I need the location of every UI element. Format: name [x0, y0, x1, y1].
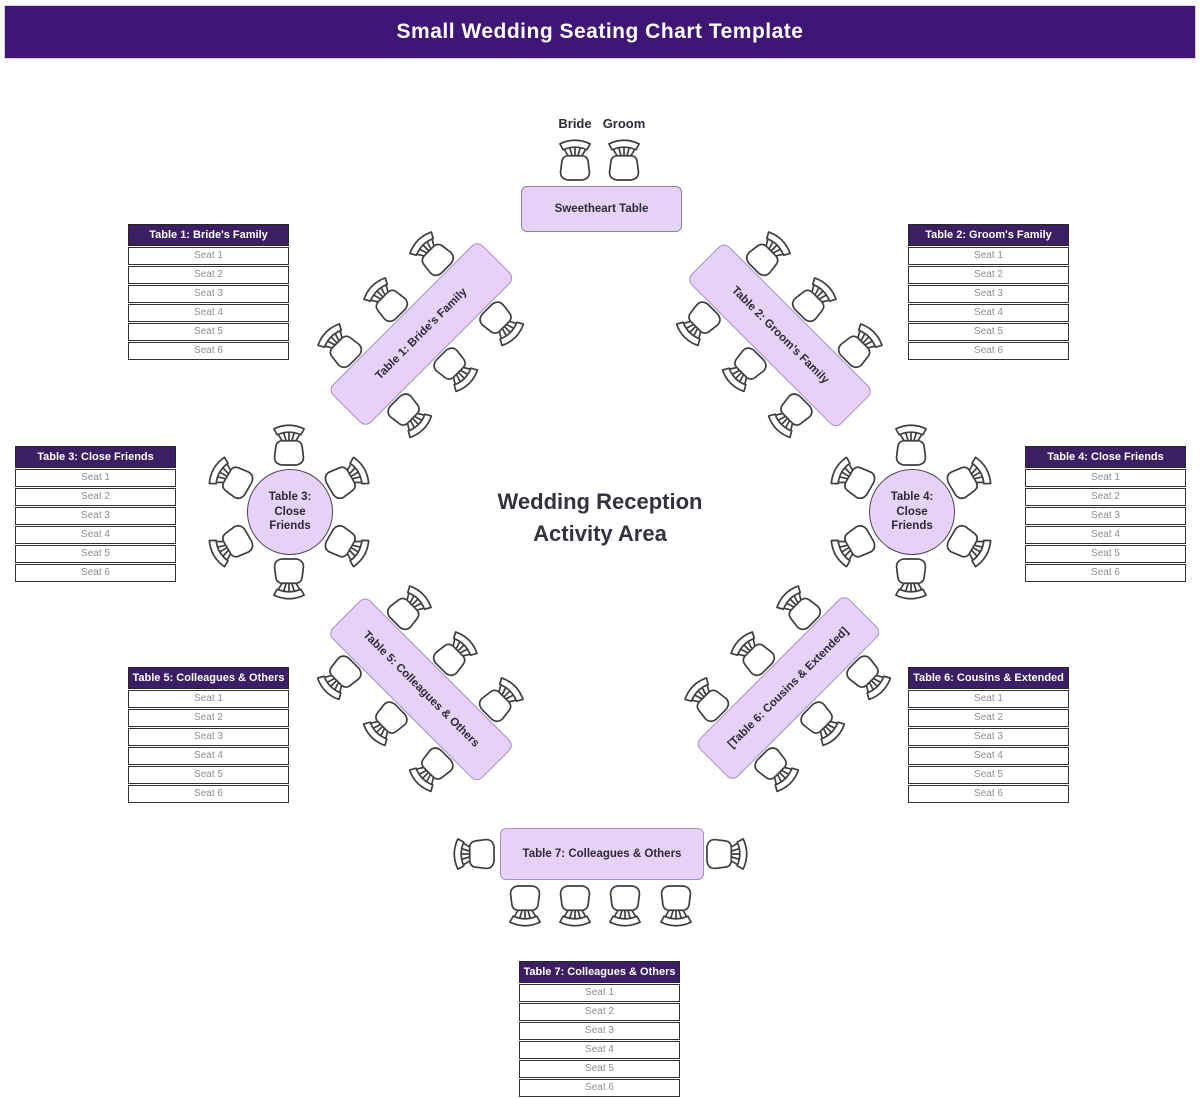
seat-row[interactable]: Seat 5 — [908, 766, 1069, 784]
seat-list-title: Table 6: Cousins & Extended — [908, 667, 1069, 689]
seat-row[interactable]: Seat 2 — [1025, 488, 1186, 506]
seat-row[interactable]: Seat 4 — [908, 747, 1069, 765]
seat-row[interactable]: Seat 4 — [908, 304, 1069, 322]
chair-icon — [656, 884, 696, 930]
seat-row[interactable]: Seat 5 — [1025, 545, 1186, 563]
page-title: Small Wedding Seating Chart Template — [4, 5, 1196, 59]
seat-list-table2: Table 2: Groom's Family Seat 1 Seat 2 Se… — [908, 224, 1069, 360]
table4-group: Table 4: Close Friends — [801, 401, 1021, 621]
seat-row[interactable]: Seat 6 — [1025, 564, 1186, 582]
seat-list-table4: Table 4: Close Friends Seat 1 Seat 2 Sea… — [1025, 446, 1186, 582]
seat-row[interactable]: Seat 2 — [128, 709, 289, 727]
groom-chair-icon — [604, 136, 644, 182]
seat-row[interactable]: Seat 1 — [908, 690, 1069, 708]
seat-row[interactable]: Seat 4 — [15, 526, 176, 544]
table4-shape[interactable]: Table 4: Close Friends — [869, 469, 955, 555]
seat-row[interactable]: Seat 5 — [519, 1060, 680, 1078]
seat-row[interactable]: Seat 2 — [908, 266, 1069, 284]
seat-row[interactable]: Seat 5 — [908, 323, 1069, 341]
table3-label: Table 3: Close Friends — [268, 490, 312, 533]
chair-icon — [450, 834, 496, 874]
chair-icon — [505, 884, 545, 930]
seat-row[interactable]: Seat 2 — [908, 709, 1069, 727]
seat-row[interactable]: Seat 4 — [1025, 526, 1186, 544]
activity-area-line1: Wedding Reception — [497, 489, 703, 514]
bride-chair-icon — [555, 136, 595, 182]
table3-shape[interactable]: Table 3: Close Friends — [247, 469, 333, 555]
seat-row[interactable]: Seat 2 — [15, 488, 176, 506]
seat-row[interactable]: Seat 1 — [1025, 469, 1186, 487]
seat-list-title: Table 5: Colleagues & Others — [128, 667, 289, 689]
chair-icon — [891, 557, 931, 603]
seat-list-title: Table 2: Groom's Family — [908, 224, 1069, 246]
seat-row[interactable]: Seat 4 — [519, 1041, 680, 1059]
seat-row[interactable]: Seat 6 — [128, 342, 289, 360]
seat-list-title: Table 7: Colleagues & Others — [519, 961, 680, 983]
seat-row[interactable]: Seat 1 — [908, 247, 1069, 265]
seat-row[interactable]: Seat 1 — [128, 690, 289, 708]
seat-list-table5: Table 5: Colleagues & Others Seat 1 Seat… — [128, 667, 289, 803]
seat-row[interactable]: Seat 6 — [15, 564, 176, 582]
table7-label: Table 7: Colleagues & Others — [522, 848, 682, 860]
seat-list-title: Table 3: Close Friends — [15, 446, 176, 468]
seat-row[interactable]: Seat 1 — [519, 984, 680, 1002]
seat-row[interactable]: Seat 3 — [128, 285, 289, 303]
seat-row[interactable]: Seat 2 — [128, 266, 289, 284]
bride-label: Bride — [558, 116, 592, 131]
chair-icon — [705, 834, 751, 874]
seat-row[interactable]: Seat 4 — [128, 304, 289, 322]
seat-list-table1: Table 1: Bride's Family Seat 1 Seat 2 Se… — [128, 224, 289, 360]
seat-row[interactable]: Seat 6 — [128, 785, 289, 803]
table3-group: Table 3: Close Friends — [179, 401, 399, 621]
seat-row[interactable]: Seat 1 — [15, 469, 176, 487]
seat-list-table3: Table 3: Close Friends Seat 1 Seat 2 Sea… — [15, 446, 176, 582]
seat-row[interactable]: Seat 1 — [128, 247, 289, 265]
seat-row[interactable]: Seat 5 — [128, 323, 289, 341]
seat-list-title: Table 4: Close Friends — [1025, 446, 1186, 468]
seat-row[interactable]: Seat 3 — [1025, 507, 1186, 525]
seat-row[interactable]: Seat 5 — [15, 545, 176, 563]
chair-icon — [605, 884, 645, 930]
seat-row[interactable]: Seat 6 — [908, 785, 1069, 803]
chair-icon — [269, 421, 309, 467]
seat-row[interactable]: Seat 3 — [908, 285, 1069, 303]
seat-row[interactable]: Seat 4 — [128, 747, 289, 765]
seat-row[interactable]: Seat 3 — [15, 507, 176, 525]
table7-shape[interactable]: Table 7: Colleagues & Others — [500, 828, 704, 880]
activity-area-label: Wedding Reception Activity Area — [440, 486, 760, 550]
groom-label: Groom — [602, 116, 646, 131]
activity-area-line2: Activity Area — [533, 520, 667, 546]
seat-row[interactable]: Seat 6 — [908, 342, 1069, 360]
chair-icon — [269, 557, 309, 603]
chair-icon — [555, 884, 595, 930]
seat-list-title: Table 1: Bride's Family — [128, 224, 289, 246]
seat-list-table7: Table 7: Colleagues & Others Seat 1 Seat… — [519, 961, 680, 1097]
sweetheart-table[interactable]: Sweetheart Table — [521, 186, 682, 232]
seat-list-table6: Table 6: Cousins & Extended Seat 1 Seat … — [908, 667, 1069, 803]
seat-row[interactable]: Seat 3 — [128, 728, 289, 746]
chair-icon — [891, 421, 931, 467]
table4-label: Table 4: Close Friends — [890, 490, 934, 533]
seat-row[interactable]: Seat 3 — [519, 1022, 680, 1040]
seat-row[interactable]: Seat 5 — [128, 766, 289, 784]
seat-row[interactable]: Seat 2 — [519, 1003, 680, 1021]
seat-row[interactable]: Seat 6 — [519, 1079, 680, 1097]
seat-row[interactable]: Seat 3 — [908, 728, 1069, 746]
